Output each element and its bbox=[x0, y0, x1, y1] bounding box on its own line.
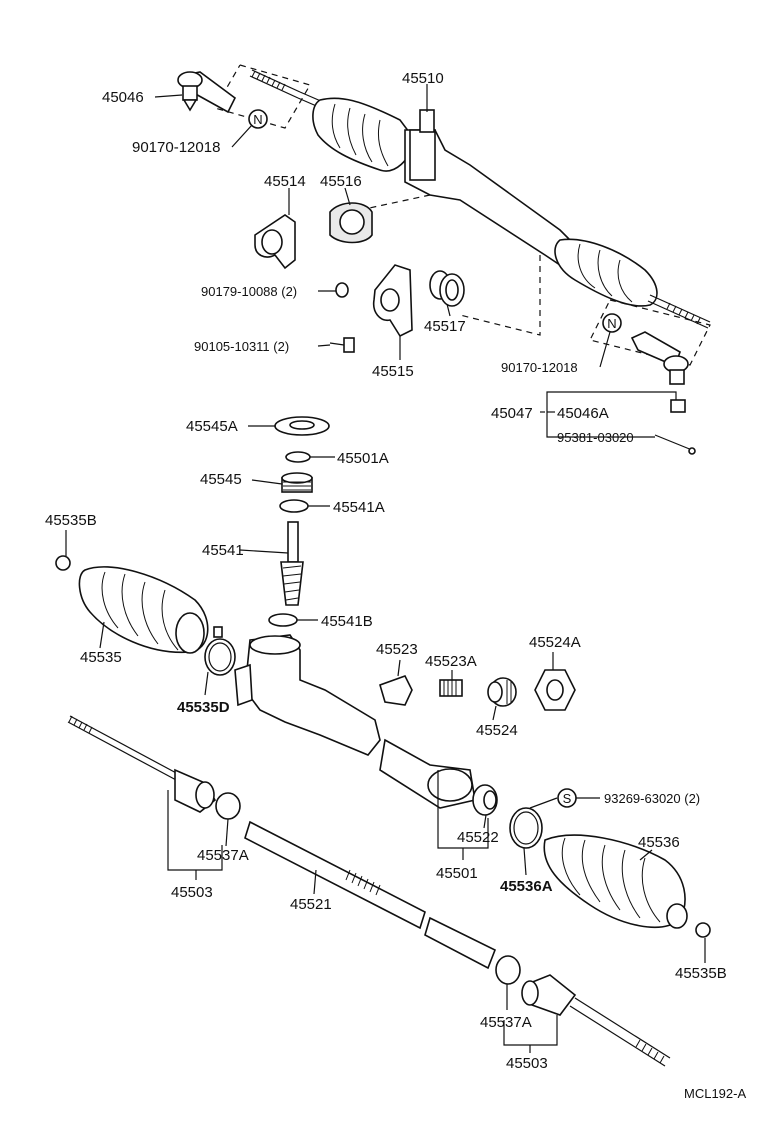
callout-45545a: 45545A bbox=[186, 418, 238, 435]
upper-boot-right bbox=[554, 238, 658, 307]
callout-45524: 45524 bbox=[476, 722, 518, 739]
callout-45516: 45516 bbox=[320, 173, 362, 190]
clamp-45536a bbox=[509, 807, 543, 849]
clip-45535b-top bbox=[55, 555, 71, 571]
callout-45535b-top: 45535B bbox=[45, 512, 97, 529]
callout-93269-63020: 93269-63020 (2) bbox=[604, 791, 700, 806]
tie-rod-end-right bbox=[630, 331, 689, 385]
spring-45523a bbox=[439, 679, 463, 697]
oil-seal-45501a bbox=[285, 451, 311, 463]
callout-45046: 45046 bbox=[102, 89, 144, 106]
callout-labels: 45046 90170-12018 45510 45514 45516 9017… bbox=[45, 70, 746, 1101]
callout-45521: 45521 bbox=[290, 896, 332, 913]
bushing-45522 bbox=[472, 784, 498, 816]
bearing-45541a bbox=[279, 499, 309, 513]
callout-45510: 45510 bbox=[402, 70, 444, 87]
bolt-90105 bbox=[329, 337, 355, 353]
callout-45535d: 45535D bbox=[177, 699, 230, 716]
upper-rack-assembly: N N bbox=[177, 64, 711, 455]
callout-45524a: 45524A bbox=[529, 634, 581, 651]
callout-45545: 45545 bbox=[200, 471, 242, 488]
bushing-45517 bbox=[429, 270, 465, 307]
leader-lines bbox=[65, 84, 706, 1053]
callout-45537a-left: 45537A bbox=[197, 847, 249, 864]
callout-45514: 45514 bbox=[264, 173, 306, 190]
callout-45047: 45047 bbox=[491, 405, 533, 422]
tie-rod-45503-left bbox=[67, 715, 217, 813]
cotter-pin bbox=[654, 434, 693, 451]
callout-45536: 45536 bbox=[638, 834, 680, 851]
n-marker-left bbox=[248, 109, 268, 129]
n-marker-left-label: N bbox=[253, 112, 262, 127]
callout-90170-12018-left: 90170-12018 bbox=[132, 139, 220, 156]
callout-45522: 45522 bbox=[457, 829, 499, 846]
callout-45535: 45535 bbox=[80, 649, 122, 666]
clip-45535b-bottom bbox=[695, 922, 711, 938]
pinion-cap bbox=[419, 109, 435, 133]
callout-95381-03020: 95381-03020 bbox=[557, 430, 634, 445]
callout-90105-10311: 90105-10311 (2) bbox=[194, 339, 289, 354]
tie-rod-end-right-box bbox=[589, 299, 711, 366]
n-marker-right bbox=[602, 313, 622, 333]
lock-washer-45537a-right bbox=[495, 955, 521, 985]
tie-rod-end-left bbox=[177, 71, 237, 114]
lower-rack-assembly: S bbox=[55, 555, 711, 1067]
callout-45541: 45541 bbox=[202, 542, 244, 559]
rack-thread-left bbox=[249, 69, 331, 112]
castle-nut-45046a bbox=[670, 399, 686, 413]
pinion-45541 bbox=[280, 521, 304, 606]
callout-90179-10088: 90179-10088 (2) bbox=[201, 284, 297, 299]
upper-boot-left bbox=[312, 97, 416, 172]
nut-45545 bbox=[281, 472, 313, 493]
diagram-code: MCL192-A bbox=[684, 1086, 746, 1101]
rack-45521 bbox=[244, 820, 497, 970]
s-marker-label: S bbox=[563, 791, 572, 806]
n-marker-right-label: N bbox=[607, 316, 616, 331]
callout-45046a: 45046A bbox=[557, 405, 609, 422]
callout-45541b: 45541B bbox=[321, 613, 373, 630]
rack-guide-45523 bbox=[379, 675, 413, 706]
callout-45523a: 45523A bbox=[425, 653, 477, 670]
callout-45541a: 45541A bbox=[333, 499, 385, 516]
gear-housing bbox=[244, 634, 381, 756]
bearing-45541b bbox=[268, 613, 298, 627]
pinion-stack bbox=[268, 416, 330, 627]
callout-45517: 45517 bbox=[424, 318, 466, 335]
tie-rod-45503-right bbox=[521, 974, 671, 1067]
upper-pinion-housing bbox=[409, 129, 436, 181]
callout-45515: 45515 bbox=[372, 363, 414, 380]
callout-45536a: 45536A bbox=[500, 878, 553, 895]
lock-washer-45537a-left bbox=[215, 792, 241, 820]
callout-45503-right: 45503 bbox=[506, 1055, 548, 1072]
callout-90170-12018-right: 90170-12018 bbox=[501, 360, 578, 375]
callout-45501: 45501 bbox=[436, 865, 478, 882]
clamp-45535d bbox=[204, 638, 236, 676]
cap-45524 bbox=[487, 677, 517, 707]
callout-45535b-bottom: 45535B bbox=[675, 965, 727, 982]
nut-90179 bbox=[335, 282, 349, 298]
callout-45537a-right: 45537A bbox=[480, 1014, 532, 1031]
callout-45523: 45523 bbox=[376, 641, 418, 658]
callout-45501a: 45501A bbox=[337, 450, 389, 467]
callout-45503-left: 45503 bbox=[171, 884, 213, 901]
